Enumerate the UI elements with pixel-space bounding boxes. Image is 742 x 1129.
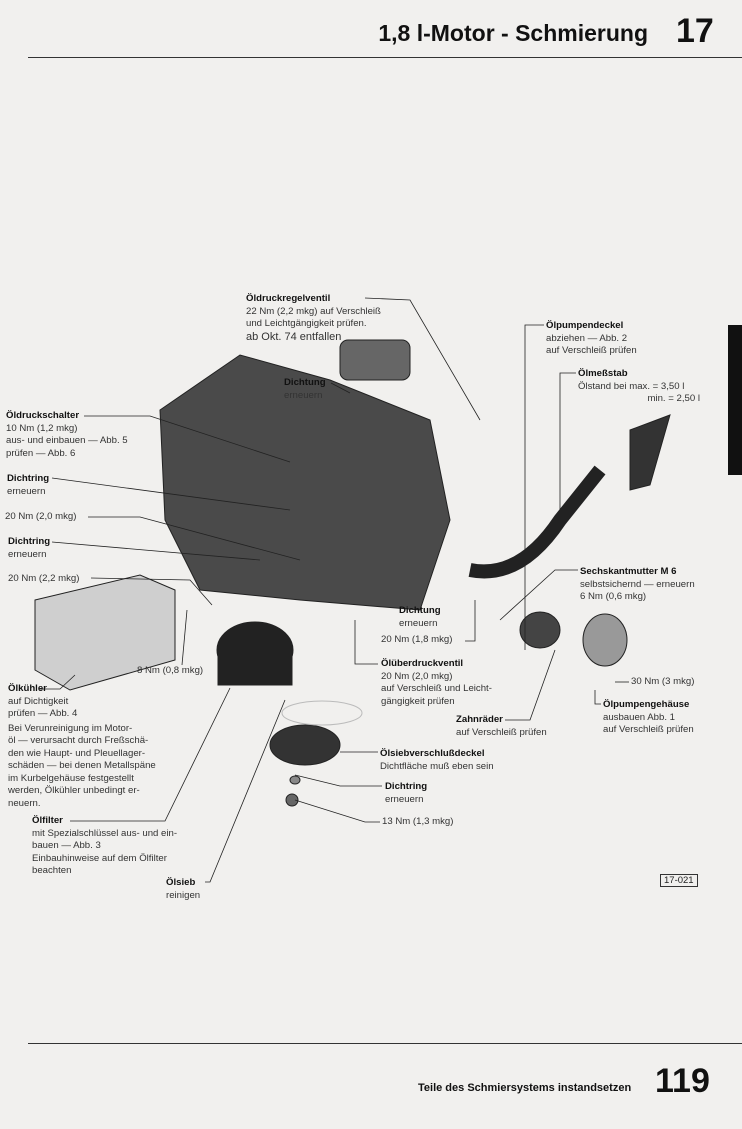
oil-pump-gears bbox=[519, 611, 561, 649]
label-oeldruckregelventil: Öldruckregelventil 22 Nm (2,2 mkg) auf V… bbox=[246, 293, 381, 343]
footer-section-title: Teile des Schmiersystems instandsetzen bbox=[418, 1082, 632, 1094]
label-torque-8: 8 Nm (0,8 mkg) bbox=[137, 665, 204, 676]
label-oelmessstab: Ölmeßstab Ölstand bei max. = 3,50 l min.… bbox=[578, 368, 700, 404]
page-number: 119 bbox=[655, 1062, 710, 1100]
crankcase bbox=[159, 354, 451, 611]
oil-cooler bbox=[34, 574, 176, 691]
label-sechskantmutter: Sechskantmutter M 6 selbstsichernd — ern… bbox=[580, 566, 695, 602]
label-torque-20-18: 20 Nm (1,8 mkg) bbox=[381, 634, 453, 645]
label-torque-20-22: 20 Nm (2,2 mkg) bbox=[8, 573, 80, 584]
chapter-number: 17 bbox=[676, 12, 714, 50]
page-title: 1,8 l-Motor - Schmierung bbox=[378, 20, 648, 46]
label-oeldruckschalter: Öldruckschalter 10 Nm (1,2 mkg) aus- und… bbox=[6, 410, 128, 459]
oil-pump-housing bbox=[582, 613, 628, 667]
figure-number: 17-021 bbox=[660, 874, 698, 887]
header-rule bbox=[28, 57, 742, 58]
label-oelfilter: Ölfilter mit Spezialschlüssel aus- und e… bbox=[32, 815, 178, 876]
label-torque-30: 30 Nm (3 mkg) bbox=[631, 676, 695, 687]
footer-rule bbox=[28, 1043, 742, 1044]
label-oelpumpendeckel: Ölpumpendeckel abziehen — Abb. 2 auf Ver… bbox=[546, 320, 637, 356]
dipstick-funnel bbox=[629, 414, 671, 491]
label-oelkuehler: Ölkühler auf Dichtigkeit prüfen — Abb. 4… bbox=[8, 683, 156, 809]
dipstick-tube bbox=[468, 465, 606, 579]
chapter-tab-marker bbox=[728, 325, 742, 475]
label-torque-13: 13 Nm (1,3 mkg) bbox=[382, 816, 454, 827]
leader-lines bbox=[40, 297, 629, 883]
label-oelpumpengehaeuse: Ölpumpengehäuse ausbauen Abb. 1 auf Vers… bbox=[603, 699, 694, 735]
label-oelueberdruckventil: Ölüberdruckventil 20 Nm (2,0 mkg) auf Ve… bbox=[381, 658, 492, 707]
label-torque-20-20: 20 Nm (2,0 mkg) bbox=[5, 511, 77, 522]
oil-pump-cover-part bbox=[339, 339, 411, 381]
